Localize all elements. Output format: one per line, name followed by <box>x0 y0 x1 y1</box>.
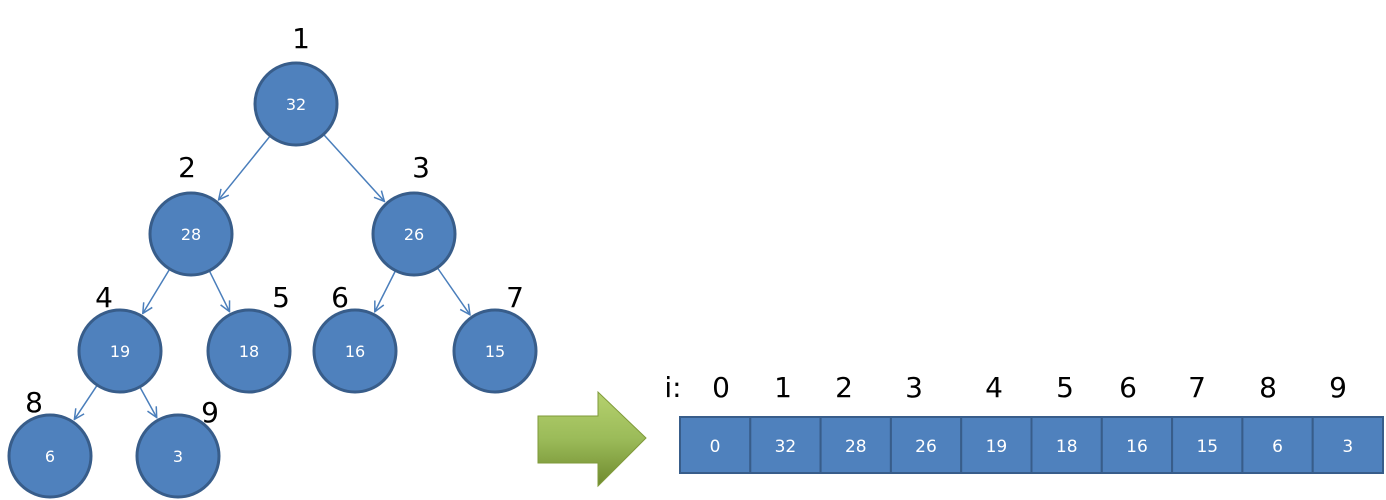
tree-node-index: 9 <box>201 396 219 429</box>
tree-node-value: 28 <box>181 225 201 244</box>
array-cell-6: 16 <box>1100 416 1174 474</box>
tree-node-index: 1 <box>292 22 310 55</box>
tree-node-4: 19 4 <box>77 281 163 394</box>
array-cell-value: 6 <box>1272 437 1283 457</box>
tree-node-value: 19 <box>110 342 130 361</box>
tree-edge-1-3 <box>323 134 384 201</box>
array-cell-value: 26 <box>915 437 937 457</box>
array-cell-2: 28 <box>819 416 892 474</box>
tree-edge-2-4 <box>143 269 170 314</box>
array-index-6: 6 <box>1119 371 1137 404</box>
tree-node-circle <box>135 413 221 499</box>
tree-edge-3-7 <box>437 268 470 315</box>
array-cell-1: 32 <box>749 416 822 474</box>
array-cell-9: 3 <box>1311 416 1384 474</box>
tree-node-index: 2 <box>178 151 196 184</box>
array-cell-7: 15 <box>1171 416 1244 474</box>
array-cell-rect <box>1311 416 1384 474</box>
tree-node-1: 32 1 <box>253 22 339 147</box>
array-index-5: 5 <box>1056 371 1074 404</box>
tree-node-6: 16 6 <box>312 281 398 394</box>
tree-node-value: 16 <box>345 342 365 361</box>
array-index-label: i: <box>664 371 681 404</box>
array-cell-rect <box>960 416 1033 474</box>
array-cell-value: 18 <box>1056 437 1078 457</box>
tree-edge-1-2 <box>219 136 271 200</box>
tree-node-circle <box>7 413 93 499</box>
tree-node-circle <box>77 308 163 394</box>
tree-edge-3-6 <box>375 271 396 312</box>
tree-edge-2-5 <box>209 271 230 312</box>
array-cell-4: 19 <box>960 416 1033 474</box>
tree-edges <box>74 134 470 420</box>
array-index-3: 3 <box>905 371 923 404</box>
tree-node-circle <box>253 61 339 147</box>
tree-node-value: 18 <box>239 342 259 361</box>
array-cell-value: 15 <box>1196 437 1218 457</box>
tree-node-index: 4 <box>95 281 113 314</box>
array-index-7: 7 <box>1188 371 1206 404</box>
tree-node-value: 15 <box>485 342 505 361</box>
tree-node-circle <box>452 308 538 394</box>
tree-node-value: 6 <box>45 447 55 466</box>
tree-node-circle <box>312 308 398 394</box>
tree-node-value: 32 <box>286 95 306 114</box>
array-index-0: 0 <box>712 371 730 404</box>
tree-node-circle <box>371 191 457 277</box>
tree-edge-4-8 <box>74 385 98 420</box>
tree-node-index: 5 <box>272 281 290 314</box>
array-index-1: 1 <box>774 371 792 404</box>
tree-node-3: 26 3 <box>371 151 457 277</box>
array-cell-value: 32 <box>775 437 797 457</box>
array-cell-0: 0 <box>679 416 752 474</box>
array-cell-value: 3 <box>1342 437 1353 457</box>
array-cell-rect <box>1100 416 1174 474</box>
tree-node-circle <box>148 191 234 277</box>
tree-node-index: 8 <box>25 386 43 419</box>
tree-edge-4-9 <box>139 387 156 418</box>
array-cell-rect <box>1241 416 1314 474</box>
array-cell-5: 18 <box>1030 416 1103 474</box>
array-index-4: 4 <box>985 371 1003 404</box>
tree-node-index: 3 <box>412 151 430 184</box>
tree-node-index: 6 <box>331 281 349 314</box>
array-cell-value: 28 <box>845 437 867 457</box>
tree-node-5: 18 5 <box>206 281 292 394</box>
array-cell-rect <box>889 416 963 474</box>
tree-node-9: 39 <box>135 396 221 499</box>
tree-node-8: 68 <box>7 386 93 499</box>
tree-node-value: 3 <box>173 447 183 466</box>
array-index-9: 9 <box>1329 371 1347 404</box>
array: i: 0 32 28 26 19 18 16 15 6 3 0 1 2 3 4 5 6 7 8 9 <box>664 371 1384 474</box>
tree-node-2: 28 2 <box>148 151 234 277</box>
array-cell-rect <box>679 416 752 474</box>
array-cell-3: 26 <box>889 416 963 474</box>
array-index-2: 2 <box>835 371 853 404</box>
right-arrow-shape <box>537 390 647 488</box>
array-index-8: 8 <box>1259 371 1277 404</box>
array-cell-rect <box>819 416 892 474</box>
array-cell-8: 6 <box>1241 416 1314 474</box>
tree-node-7: 15 7 <box>452 281 538 394</box>
tree-node-value: 26 <box>404 225 424 244</box>
tree-node-circle <box>206 308 292 394</box>
tree-node-index: 7 <box>506 281 524 314</box>
array-cell-value: 19 <box>986 437 1008 457</box>
right-arrow-icon <box>537 390 647 488</box>
array-cell-value: 16 <box>1126 437 1148 457</box>
array-cell-value: 0 <box>710 437 721 457</box>
